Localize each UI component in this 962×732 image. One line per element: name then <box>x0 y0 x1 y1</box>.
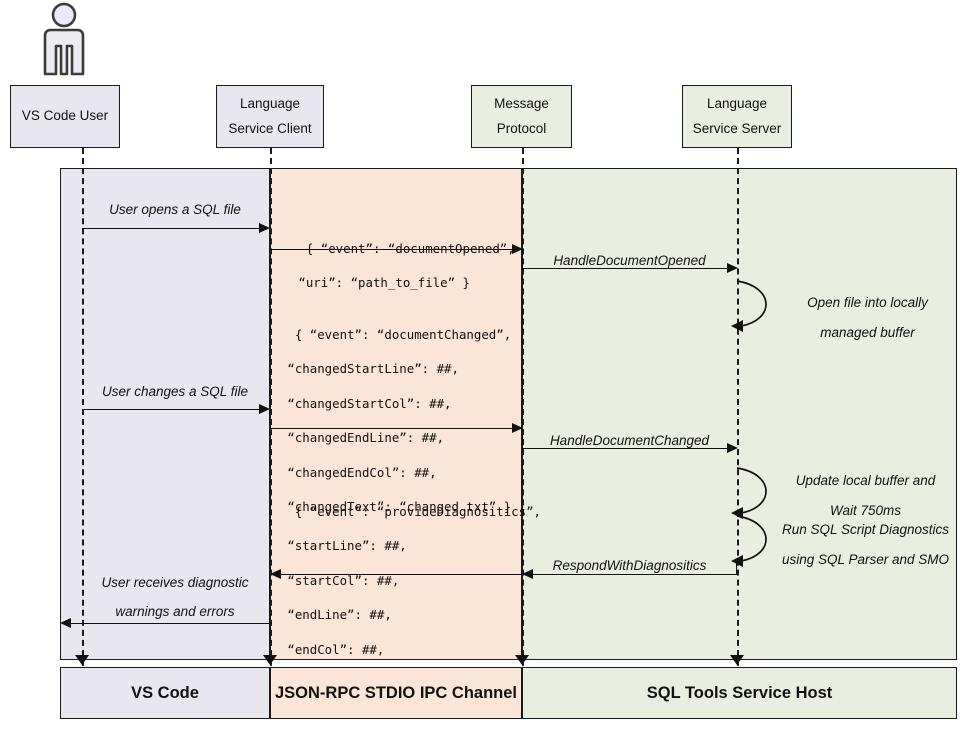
message-arrow-handle-document-opened <box>522 268 727 269</box>
self-loop-line2: Wait 750ms <box>829 503 902 518</box>
json-line: “changedEndLine”: ##, <box>265 430 445 445</box>
json-line: { “event”: “documentChanged”, <box>294 326 512 342</box>
arrowhead-down <box>263 655 277 665</box>
message-arrow-respond-with-diagnositics <box>533 574 737 575</box>
arrowhead-right <box>727 443 738 453</box>
arrowhead-down <box>730 655 744 665</box>
footer-vs-code: VS Code <box>60 667 270 719</box>
participant-label-line1: Message <box>494 95 549 111</box>
arrowhead-left <box>522 569 533 579</box>
lifeline-language-service-client <box>270 148 272 666</box>
participant-vs-code-user[interactable]: VS Code User <box>10 85 120 148</box>
message-label-handle-document-changed: HandleDocumentChanged <box>549 433 710 448</box>
message-label-respond-with-diagnositics: RespondWithDiagnositics <box>552 558 707 573</box>
json-line: { “event”: “documentOpened”, <box>305 240 515 256</box>
footer-ipc-channel: JSON-RPC STDIO IPC Channel <box>270 667 522 719</box>
json-document-changed-payload: { “event”: “documentChanged”, “changedSt… <box>265 283 511 559</box>
message-arrow-client-to-protocol-changed <box>270 428 512 429</box>
self-loop-line1: Run SQL Script Diagnostics <box>781 522 950 537</box>
json-line: “changedStartLine”: ##, <box>265 361 459 376</box>
participant-language-service-client[interactable]: Language Service Client <box>216 85 324 148</box>
self-loop-line1: Update local buffer and <box>795 473 936 488</box>
json-line: “changedStartCol”: ##, <box>265 395 452 411</box>
arrow-riser-handle-document-opened <box>522 249 523 269</box>
participant-language-service-server[interactable]: Language Service Server <box>682 85 792 148</box>
footer-service-host: SQL Tools Service Host <box>522 667 957 719</box>
message-label-handle-document-opened: HandleDocumentOpened <box>553 253 706 268</box>
message-arrow-user-changes-sql-file <box>82 409 259 410</box>
json-document-opened-payload: { “event”: “documentOpened”, “uri”: “pat… <box>276 197 515 335</box>
arrowhead-left <box>270 569 281 579</box>
json-line: “startLine”: ##, <box>265 538 407 553</box>
message-label-user-receives-diagnostics-line2: warnings and errors <box>115 604 235 619</box>
json-line: “endLine”: ##, <box>265 607 392 622</box>
band-vscode <box>60 168 270 660</box>
participant-label-line1: Language <box>239 95 301 111</box>
arrow-riser-handle-document-changed <box>522 428 523 449</box>
message-arrow-client-to-protocol-opened <box>270 249 512 250</box>
arrow-riser-respond-with-diagnositics <box>736 561 737 575</box>
json-line: “changedText”: “changed txt” } <box>265 499 512 514</box>
json-line: { “event”: “provideDiagnositics”, <box>294 503 542 519</box>
arrowhead-left <box>60 618 71 628</box>
lifeline-vs-code-user <box>82 148 84 666</box>
vs-code-user-actor-icon <box>43 2 85 76</box>
participant-label-line2: Protocol <box>496 120 547 136</box>
json-line: “startCol”: ##, <box>265 572 400 588</box>
band-service-host <box>522 168 957 660</box>
self-loop-line1: Open file into locally <box>807 295 928 310</box>
message-label-user-receives-diagnostics-line1: User receives diagnostic <box>101 575 249 590</box>
arrowhead-right <box>512 423 523 433</box>
message-arrow-protocol-to-client-diagnostics <box>281 574 522 575</box>
message-arrow-user-receives-diagnostics <box>71 623 270 624</box>
message-arrow-handle-document-changed <box>522 448 727 449</box>
message-label-user-opens-sql-file: User opens a SQL file <box>109 202 241 217</box>
message-arrow-user-opens-sql-file <box>82 228 259 229</box>
self-loop-label-open-file-locally: Open file into locally managed buffer <box>770 288 962 348</box>
lifeline-language-service-server <box>737 148 739 666</box>
participant-label-line1: Language <box>706 95 768 111</box>
self-loop-label-update-local-buffer: Update local buffer and Wait 750ms <box>768 466 962 526</box>
lifeline-message-protocol <box>522 148 524 666</box>
json-line: “uri”: “path_to_file” } <box>276 275 470 290</box>
participant-label-line1: VS Code User <box>21 108 109 124</box>
self-loop-line2: using SQL Parser and SMO <box>781 552 950 567</box>
arrowhead-right <box>512 244 523 254</box>
band-ipc-channel <box>270 168 522 660</box>
arrowhead-right <box>259 223 270 233</box>
json-line: “changedEndCol”: ##, <box>265 464 437 480</box>
self-loop-line2: managed buffer <box>820 325 915 340</box>
arrowhead-down <box>75 655 89 665</box>
json-line: “endCol”: ##, <box>265 641 385 657</box>
participant-label-line2: Service Client <box>228 120 312 136</box>
participant-message-protocol[interactable]: Message Protocol <box>471 85 572 148</box>
arrowhead-right <box>727 263 738 273</box>
participant-label-line2: Service Server <box>692 120 782 136</box>
arrowhead-down <box>515 655 529 665</box>
self-loop-label-run-sql-diagnostics: Run SQL Script Diagnostics using SQL Par… <box>768 515 962 575</box>
arrowhead-right <box>259 404 270 414</box>
message-label-user-changes-sql-file: User changes a SQL file <box>101 384 249 399</box>
arrow-riser-user-receives-diagnostics <box>269 574 270 624</box>
